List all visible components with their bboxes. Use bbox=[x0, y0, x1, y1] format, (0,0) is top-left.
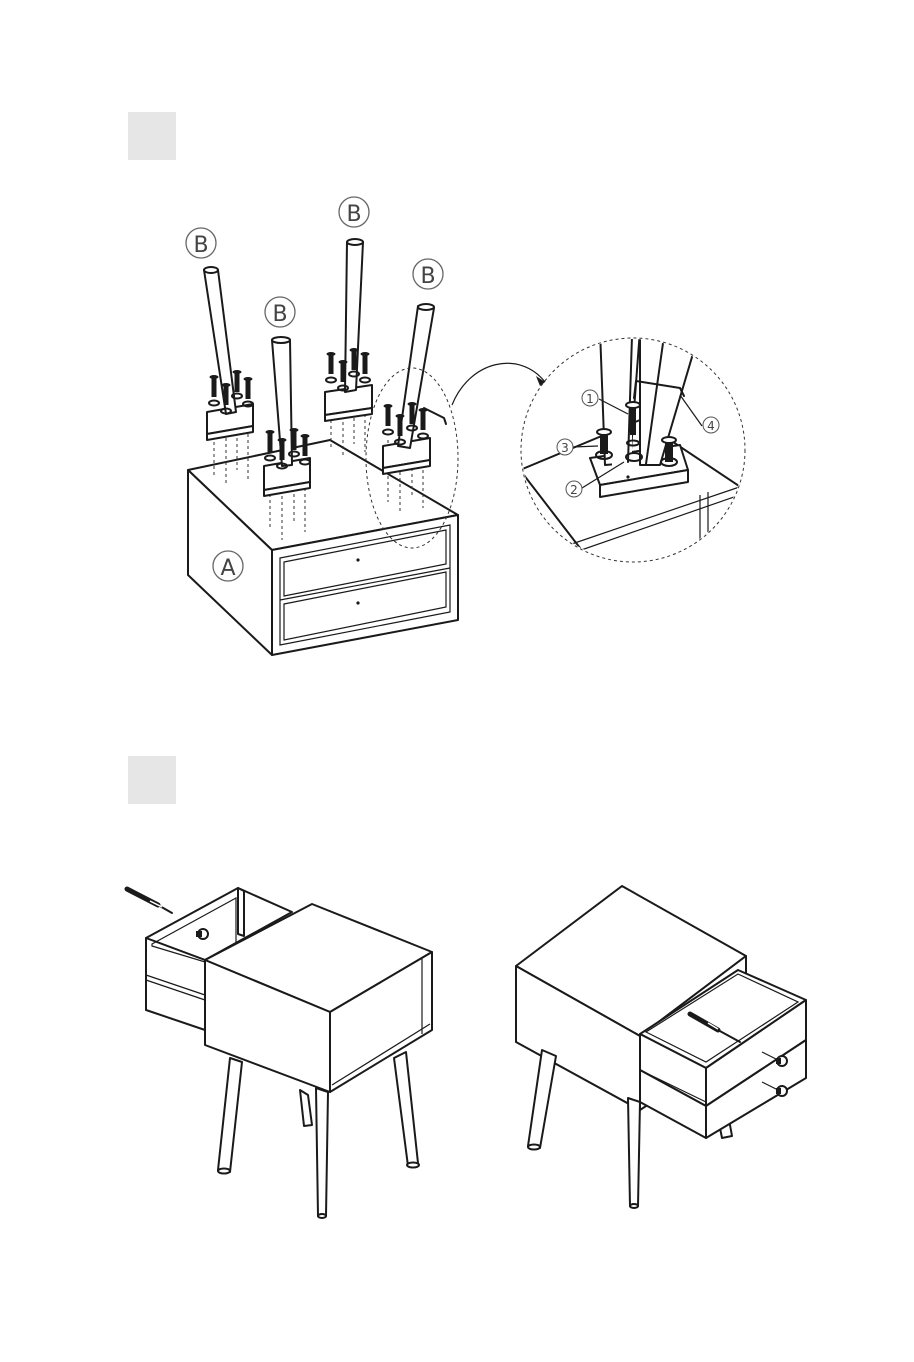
detail-view: 1 2 3 4 bbox=[520, 330, 760, 600]
svg-text:B: B bbox=[346, 202, 361, 227]
svg-text:1: 1 bbox=[586, 392, 594, 406]
leg-b-1 bbox=[204, 267, 253, 440]
leg-label-3: B bbox=[339, 197, 369, 227]
svg-text:3: 3 bbox=[561, 441, 569, 455]
leg-label-2: B bbox=[265, 297, 295, 327]
leg-b-2 bbox=[264, 337, 310, 496]
leg-label-4: B bbox=[413, 259, 443, 289]
leg-b-3 bbox=[325, 239, 372, 421]
step2-left-view bbox=[127, 888, 432, 1218]
svg-text:B: B bbox=[420, 264, 435, 289]
detail-arrow bbox=[452, 363, 545, 405]
leg-label-1: B bbox=[186, 228, 216, 258]
svg-text:4: 4 bbox=[707, 419, 715, 433]
svg-text:B: B bbox=[272, 302, 287, 327]
svg-text:B: B bbox=[193, 233, 208, 258]
step2-right-view bbox=[516, 886, 806, 1208]
svg-text:A: A bbox=[220, 556, 235, 581]
leg-b-4 bbox=[383, 304, 446, 474]
step1-diagram: B B B B A bbox=[186, 197, 760, 655]
svg-text:2: 2 bbox=[570, 483, 578, 497]
